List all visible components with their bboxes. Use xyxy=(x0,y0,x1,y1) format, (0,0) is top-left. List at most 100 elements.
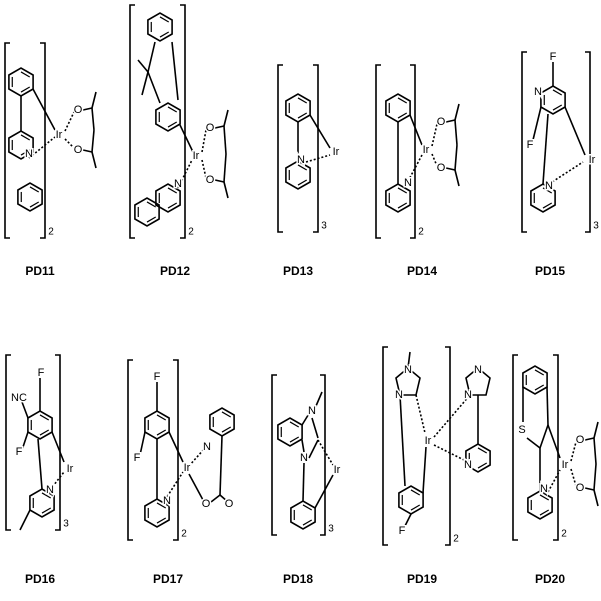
subscript-count: 3 xyxy=(593,221,599,232)
bond xyxy=(455,145,457,170)
atom-label: N xyxy=(25,148,33,160)
bond xyxy=(302,440,304,452)
atom-label: F xyxy=(154,371,161,383)
subscript-count: 3 xyxy=(328,524,334,535)
atom-label: O xyxy=(576,482,585,494)
bond xyxy=(410,115,422,145)
bond xyxy=(543,114,548,184)
atom-label: O xyxy=(437,116,446,128)
bond xyxy=(92,108,94,130)
bond xyxy=(310,115,330,148)
left-bracket xyxy=(6,355,11,530)
bond xyxy=(309,440,318,458)
bond xyxy=(315,475,333,508)
metal-label: Ir xyxy=(334,464,341,476)
coordination-bond xyxy=(434,395,470,437)
bond xyxy=(83,150,92,152)
atom-label: F xyxy=(550,51,557,63)
atom-label: S xyxy=(518,424,525,436)
bond xyxy=(22,432,28,450)
right-bracket xyxy=(410,65,415,238)
bond xyxy=(455,170,459,186)
left-bracket xyxy=(130,5,135,238)
atom-label: N xyxy=(540,483,548,495)
compound-label-pd11: PD11 xyxy=(25,264,54,278)
metal-label: Ir xyxy=(333,146,340,158)
bond xyxy=(22,402,28,418)
bond xyxy=(169,432,183,462)
subscript-count: 2 xyxy=(48,227,54,238)
compound-label-pd16: PD16 xyxy=(25,572,55,586)
right-bracket xyxy=(320,375,325,535)
compound-label-pd13: PD13 xyxy=(283,264,313,278)
metal-label: Ir xyxy=(56,129,63,141)
bond xyxy=(148,42,155,72)
atom-label: N xyxy=(308,405,316,417)
atom-label: F xyxy=(399,525,406,537)
metal-label: Ir xyxy=(67,463,74,475)
atom-label: F xyxy=(38,367,45,379)
right-bracket xyxy=(40,43,45,238)
compound-label-pd17: PD17 xyxy=(153,572,183,586)
bond xyxy=(455,104,459,120)
bond xyxy=(172,42,178,100)
subscript-count: 3 xyxy=(321,221,327,232)
subscript-count: 3 xyxy=(63,519,69,530)
left-bracket xyxy=(513,355,518,540)
bond xyxy=(215,180,224,182)
left-bracket xyxy=(128,360,133,540)
bond xyxy=(33,89,55,130)
bond xyxy=(594,464,596,490)
bond xyxy=(52,432,64,462)
atom-label: N xyxy=(46,484,54,496)
left-bracket xyxy=(383,347,388,545)
left-bracket xyxy=(376,65,381,238)
bond xyxy=(423,447,426,493)
atom-label: N xyxy=(534,86,542,98)
bond xyxy=(224,110,228,126)
atom-label: N xyxy=(297,154,305,166)
compound-label-pd18: PD18 xyxy=(283,572,313,586)
coordination-bond xyxy=(549,162,583,184)
right-bracket xyxy=(313,65,318,232)
metal-label: Ir xyxy=(184,462,191,474)
metal-label: Ir xyxy=(562,459,569,471)
bond xyxy=(594,438,596,464)
coordination-bond xyxy=(65,112,74,131)
subscript-count: 2 xyxy=(181,529,187,540)
bond xyxy=(211,495,220,502)
atom-label: O xyxy=(225,498,234,510)
bond xyxy=(138,60,148,72)
bond xyxy=(92,130,94,152)
left-bracket xyxy=(278,65,283,232)
atom-label: F xyxy=(134,452,141,464)
atom-label: N xyxy=(464,459,472,471)
atom-label: N xyxy=(464,389,472,401)
atom-label: F xyxy=(16,446,23,458)
atom-label: N xyxy=(300,452,308,464)
bond xyxy=(303,463,304,501)
bond xyxy=(316,392,322,406)
bond xyxy=(547,387,548,425)
atom-label: N xyxy=(174,178,182,190)
atom-label: N xyxy=(474,364,482,376)
bond xyxy=(594,422,598,438)
bond xyxy=(594,490,598,506)
bond xyxy=(180,125,193,152)
right-bracket xyxy=(585,52,590,232)
atom-label: O xyxy=(206,174,215,186)
atom-label: O xyxy=(74,104,83,116)
atom-label: N xyxy=(203,441,211,453)
bond xyxy=(527,438,540,448)
subscript-count: 2 xyxy=(188,227,194,238)
bond xyxy=(585,488,594,490)
bond xyxy=(446,120,455,122)
atom-label: O xyxy=(437,162,446,174)
metal-label: Ir xyxy=(589,154,596,166)
bond xyxy=(540,425,548,448)
bond xyxy=(142,72,148,95)
compound-label-pd20: PD20 xyxy=(535,572,565,586)
bond xyxy=(20,510,30,530)
subscript-count: 2 xyxy=(418,227,424,238)
bond xyxy=(455,120,457,145)
